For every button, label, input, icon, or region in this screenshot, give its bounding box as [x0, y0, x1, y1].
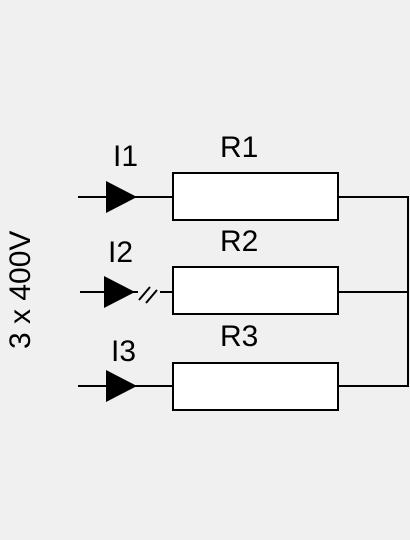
current-arrow-i3: [106, 370, 137, 402]
branch-3: I3 R3: [78, 320, 409, 411]
branch-2: I2 R2: [80, 225, 409, 315]
resistor-label-r3: R3: [220, 320, 258, 353]
resistor-r2: [172, 266, 339, 315]
resistor-label-r1: R1: [220, 131, 258, 164]
resistor-r3: [172, 362, 339, 411]
open-switch-contact-a: [138, 286, 151, 301]
current-arrow-i1: [106, 181, 137, 213]
current-label-i3: I3: [111, 335, 136, 368]
resistor-label-r2: R2: [220, 225, 258, 258]
current-arrow-i2: [104, 276, 135, 308]
current-label-i1: I1: [113, 140, 138, 173]
resistor-r1: [172, 172, 339, 221]
branch-1: I1 R1: [78, 131, 409, 221]
supply-voltage-label: 3 x 400V: [4, 231, 37, 349]
open-switch-contact-b: [145, 289, 158, 304]
current-label-i2: I2: [108, 236, 133, 269]
